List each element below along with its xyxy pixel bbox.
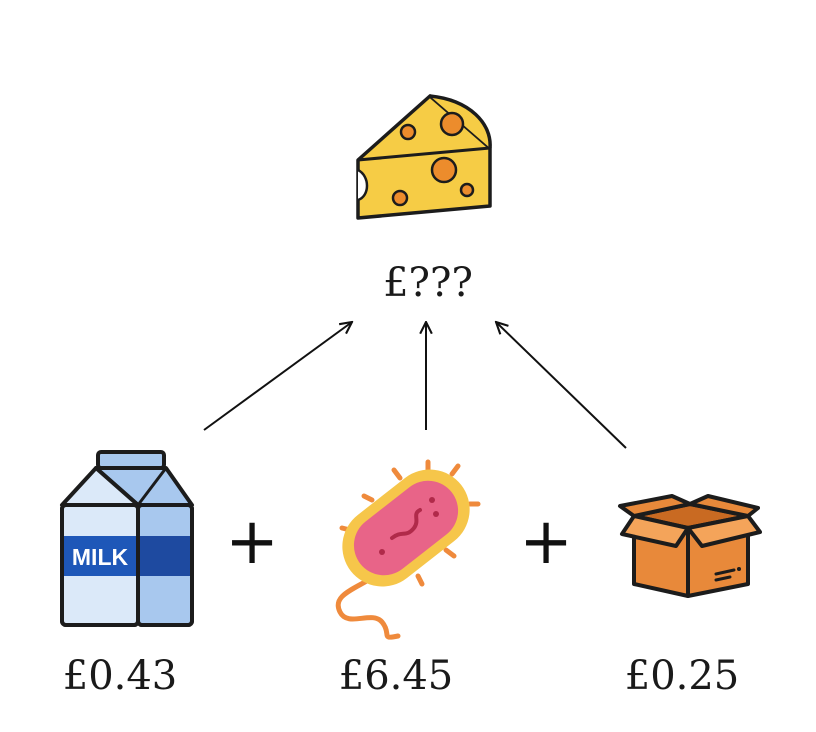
bacteria-icon [335,459,481,640]
arrow-milk-to-cheese [203,322,352,431]
cheese-icon [356,94,492,220]
box-price: £0.25 [624,653,740,699]
arrow-box-to-cheese [496,322,627,449]
milk-price: £0.43 [62,653,178,699]
plus-sign-1: + [225,505,279,579]
cheese-price: £??? [383,260,473,306]
milk-carton-text: MILK [72,544,129,570]
bacteria-price: £6.45 [338,653,454,699]
cardboard-box-icon [618,494,762,598]
plus-sign-2: + [519,505,573,579]
milk-carton-icon: MILK [60,450,194,627]
